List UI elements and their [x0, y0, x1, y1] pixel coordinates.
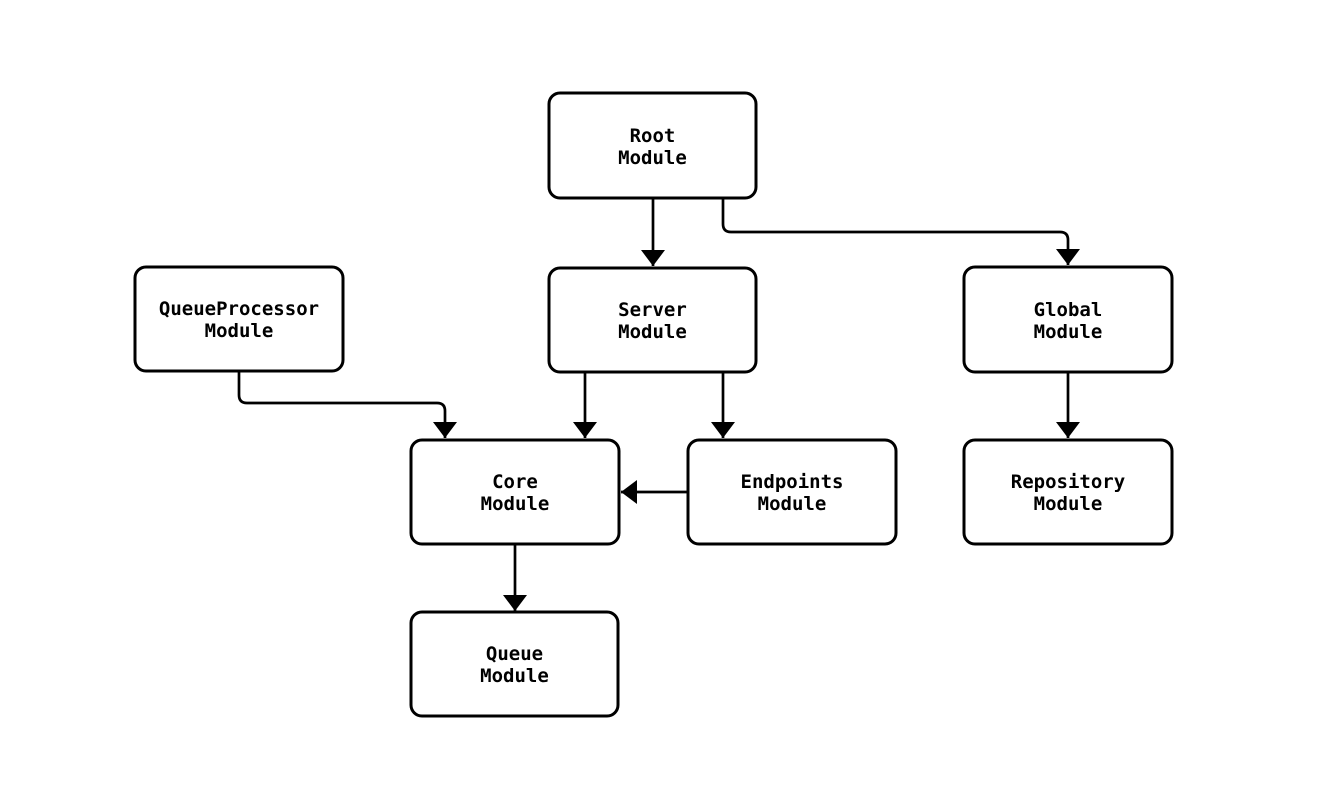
node-box — [547, 91, 758, 200]
node-box — [547, 266, 758, 374]
node-box — [962, 438, 1174, 546]
node-server-module: Server Module — [547, 266, 758, 374]
node-label-line1: QueueProcessor — [159, 298, 319, 320]
node-label-line1: Queue — [486, 643, 543, 665]
node-label-line2: Module — [481, 493, 550, 515]
node-label-line2: Module — [618, 321, 687, 343]
edge-root-to-global — [721, 198, 1080, 265]
node-label-line1: Root — [630, 125, 676, 147]
node-repository-module: Repository Module — [962, 438, 1174, 546]
node-label-line2: Module — [618, 147, 687, 169]
node-label-line2: Module — [758, 493, 827, 515]
node-label-line2: Module — [480, 665, 549, 687]
node-box — [962, 265, 1174, 374]
node-label-line1: Repository — [1011, 471, 1125, 493]
node-label-line1: Server — [618, 299, 687, 321]
node-label-line1: Global — [1034, 299, 1103, 321]
node-label-line2: Module — [1034, 493, 1103, 515]
node-core-module: Core Module — [409, 438, 621, 546]
node-global-module: Global Module — [962, 265, 1174, 374]
node-root-module: Root Module — [547, 91, 758, 200]
node-label-line2: Module — [205, 320, 274, 342]
node-queue-module: Queue Module — [409, 610, 620, 718]
node-endpoints-module: Endpoints Module — [686, 438, 898, 546]
node-box — [133, 265, 345, 373]
node-box — [686, 438, 898, 546]
node-box — [409, 610, 620, 718]
edge-queueprocessor-to-core — [237, 371, 457, 438]
edge-layer — [237, 198, 1080, 611]
node-queueprocessor-module: QueueProcessor Module — [133, 265, 345, 373]
node-label-line1: Core — [492, 471, 538, 493]
node-label-line2: Module — [1034, 321, 1103, 343]
node-label-line1: Endpoints — [741, 471, 844, 493]
node-box — [409, 438, 621, 546]
